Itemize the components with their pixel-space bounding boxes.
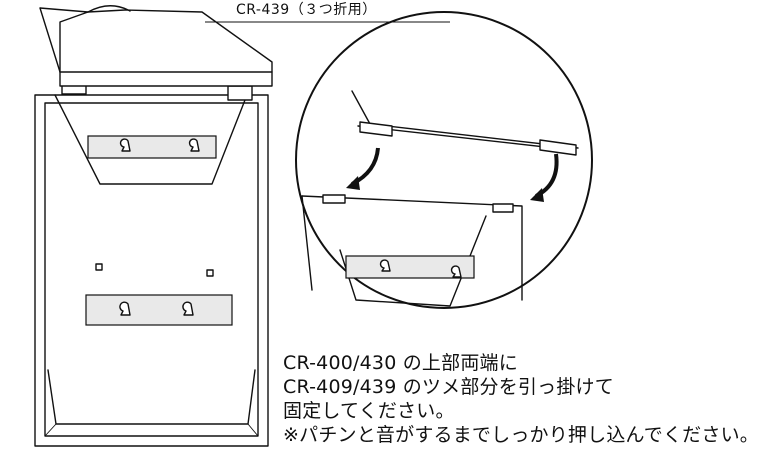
keyhole-icon <box>379 259 391 272</box>
hook-tab-detail-right <box>539 139 577 156</box>
rack-slot-left <box>322 194 346 204</box>
mount-bar-top <box>87 135 217 159</box>
header-flap <box>39 7 89 73</box>
arrow-head-right <box>530 188 544 202</box>
arrow-head-left <box>346 176 360 190</box>
screw-hole <box>206 269 214 277</box>
zoom-circle <box>295 11 593 309</box>
rack-outer-frame <box>34 94 269 447</box>
header-top-curve <box>87 5 131 13</box>
hook-tab-right <box>227 85 253 101</box>
illustration: CR-439（３つ折用） <box>34 2 593 447</box>
instruction-line-4: ※パチンと音がするまでしっかり押し込んでください。 <box>283 424 759 446</box>
lower-mount-bar <box>85 294 233 326</box>
keyhole-icon <box>182 301 194 316</box>
diagram-canvas: CR-439（３つ折用） CR-400/430 の上部両端に CR-409/43… <box>34 2 759 447</box>
rack-pocket <box>54 94 246 185</box>
instruction-line-3: 固定してください。 <box>283 400 455 422</box>
keyhole-icon <box>450 265 462 278</box>
instruction-line-1: CR-400/430 の上部両端に <box>283 352 518 374</box>
keyhole-icon <box>119 301 131 316</box>
screw-hole <box>95 263 103 271</box>
header-panel <box>39 5 273 87</box>
rack-top-detail <box>301 195 523 301</box>
part-label: CR-439（３つ折用） <box>236 2 377 18</box>
mount-bar-detail <box>345 255 475 279</box>
header-panel-body <box>59 9 273 87</box>
keyhole-icon <box>188 138 200 152</box>
wall-rack <box>34 94 269 447</box>
keyhole-icon <box>119 138 131 152</box>
rack-slot-right <box>492 203 514 213</box>
hook-tab-detail-left <box>359 121 393 137</box>
zoom-detail <box>295 11 593 309</box>
mount-bar-bottom <box>85 294 233 326</box>
upper-mount-bar <box>87 135 217 159</box>
instruction-line-2: CR-409/439 のツメ部分を引っ掛けて <box>283 376 614 398</box>
rack-bottom-tray <box>47 369 256 425</box>
